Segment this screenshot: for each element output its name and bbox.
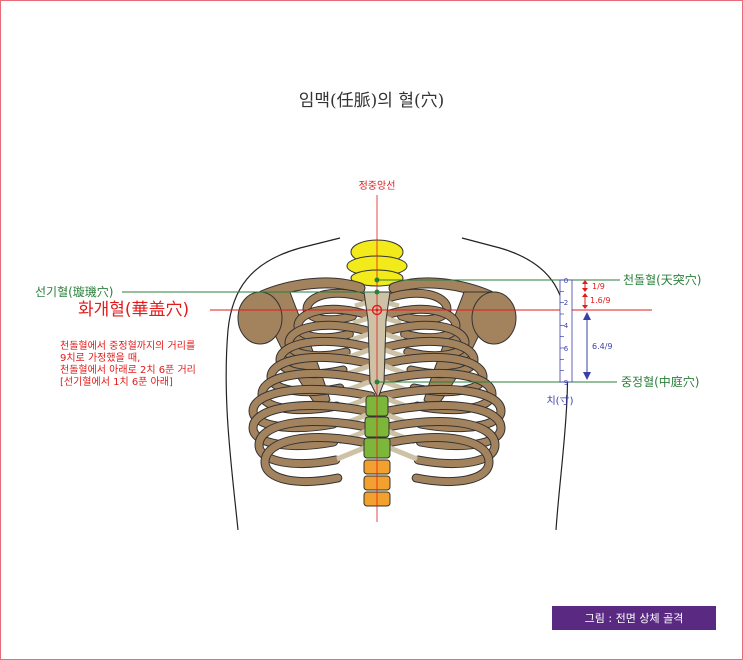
rib: [249, 401, 375, 450]
marker-seongi: [374, 289, 380, 295]
label-jungjeong: 중정혈(中庭穴): [621, 374, 699, 389]
humerus-head-left: [237, 291, 283, 345]
humerus-head-right: [471, 291, 517, 345]
rib: [379, 401, 505, 450]
measure-2: 1.6/9: [590, 296, 611, 305]
page-title: 임맥(任脈)의 혈(穴): [298, 91, 445, 111]
ruler: 0 2 4 6 9 1/9 1.6/9 6.4/9 치(寸): [546, 277, 612, 407]
rib: [303, 289, 375, 324]
measure-3: 6.4/9: [592, 342, 613, 351]
ruler-tick-label: 4: [564, 322, 569, 330]
ruler-bar: [559, 279, 573, 383]
costal-cartilage: [384, 331, 404, 343]
marker-cheondol: [374, 277, 380, 283]
measure-1: 1/9: [592, 282, 605, 291]
note-line: 천돌혈에서 아래로 2치 6푼 거리: [60, 363, 196, 376]
costal-cartilage: [352, 315, 370, 326]
rib: [379, 434, 493, 485]
ruler-tick-label: 2: [564, 299, 568, 307]
midline-label: 정중앙선: [359, 180, 396, 192]
label-hwagae: 화개혈(華盖穴): [78, 300, 189, 320]
rib: [255, 418, 375, 467]
rib: [379, 418, 499, 467]
note-line: [선기혈에서 1치 6푼 아래]: [60, 375, 173, 388]
ruler-unit: 치(寸): [546, 394, 573, 407]
ribcage: [248, 288, 506, 486]
note-line: 천돌혈에서 중정혈까지의 거리를: [60, 339, 195, 352]
note-line: 9치로 가정했을 때,: [60, 351, 140, 364]
ruler-tick-label: 0: [564, 277, 568, 285]
marker-jungjeong: [374, 379, 380, 385]
costal-cartilage: [350, 331, 370, 343]
note-text: 천돌혈에서 중정혈까지의 거리를 9치로 가정했을 때, 천돌혈에서 아래로 2…: [60, 339, 196, 388]
rib: [261, 434, 375, 485]
rib: [379, 289, 451, 324]
label-cheondol: 천돌혈(天突穴): [623, 272, 701, 287]
ruler-tick-label: 9: [564, 379, 568, 387]
marker-hwagae: [371, 304, 383, 316]
figure-caption: 그림 : 전면 상체 골격: [552, 606, 716, 630]
label-seongi: 선기혈(璇璣穴): [35, 284, 113, 299]
costal-cartilage: [384, 315, 402, 326]
ruler-tick-label: 6: [564, 345, 569, 353]
